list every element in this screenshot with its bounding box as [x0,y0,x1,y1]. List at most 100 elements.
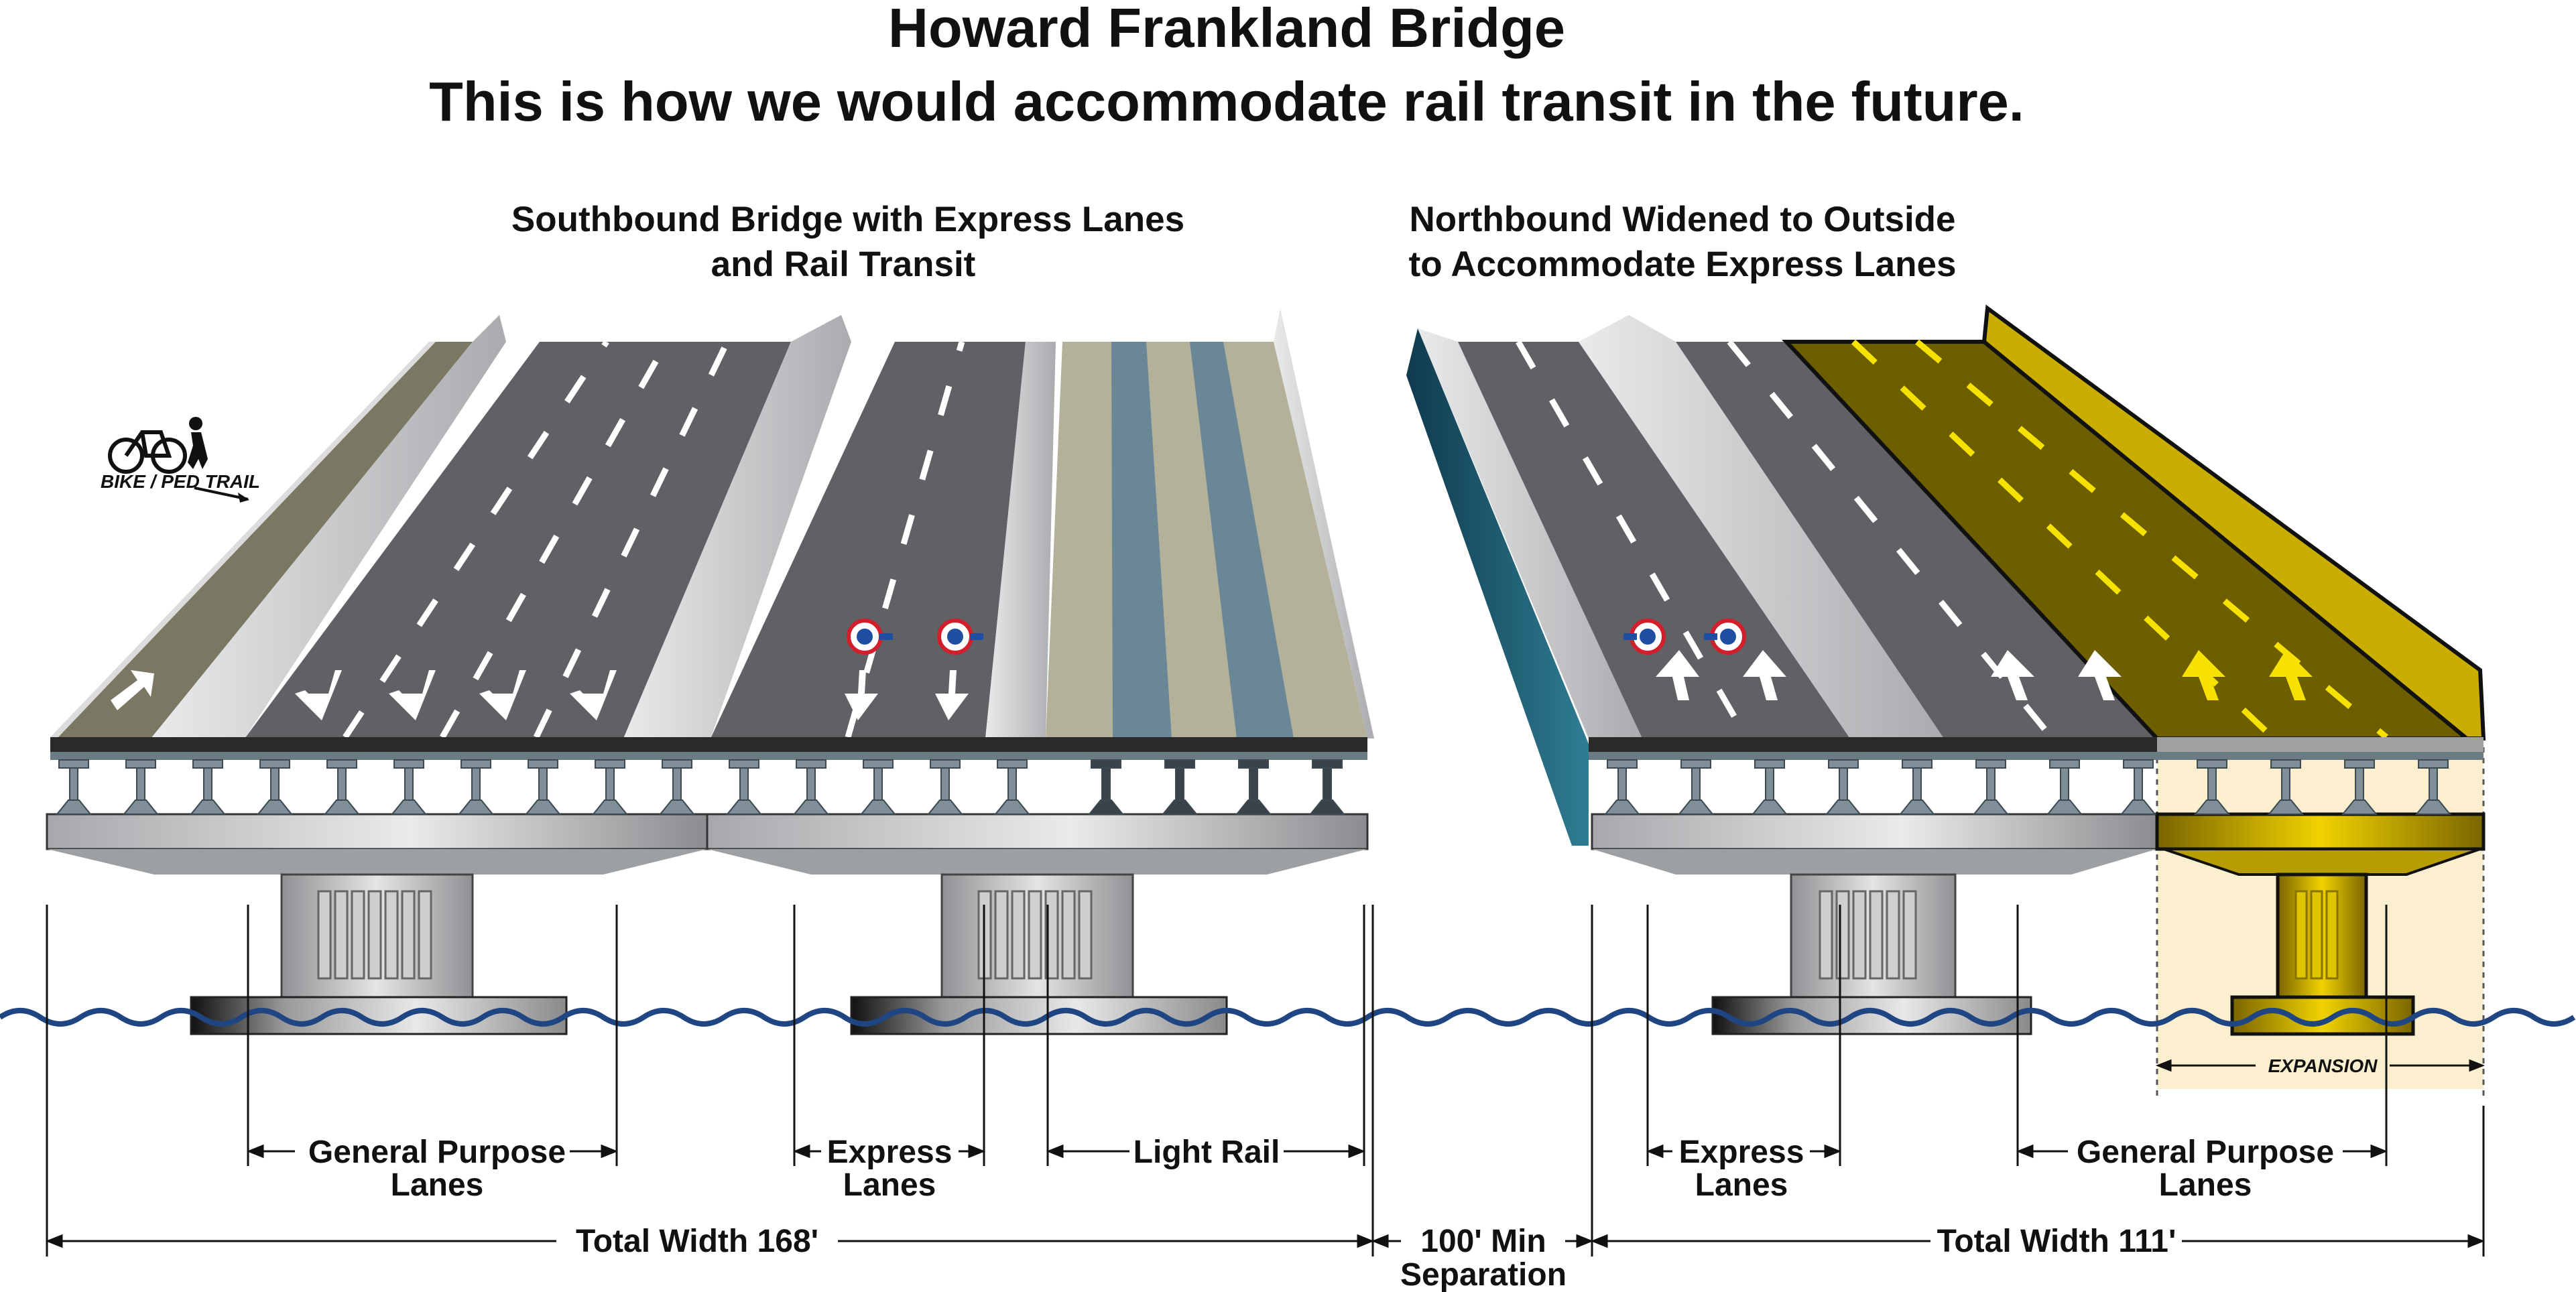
main-subtitle: This is how we would accommodate rail tr… [429,70,2024,133]
lane-arrow-icon [845,670,878,720]
nb-gp-label-line1: General Purpose [2077,1135,2334,1170]
separation-label-line1: 100' Min [1420,1224,1546,1259]
lane-arrow-icon [295,670,342,720]
lane-arrow-icon [935,670,969,720]
northbound-heading-line1: Northbound Widened to Outside [1409,200,1955,239]
nb-gp-label-line2: Lanes [2159,1167,2252,1203]
girder-icon [792,759,830,815]
pedestrian-icon [188,417,208,469]
girder-icon [1235,759,1272,815]
girder-icon [926,759,964,815]
northbound-piers [1711,873,2415,1036]
lane-arrows-northbound [1656,650,2313,700]
southbound-deck [50,308,1374,738]
sb-gp-label-line1: General Purpose [308,1135,566,1170]
lane-arrow-icon [2269,650,2313,700]
girder-icon [524,759,562,815]
barrier [985,342,1056,738]
girder-icon [256,759,294,815]
bicycle-icon [108,430,187,474]
barrier [151,315,506,738]
girder-icon [2120,759,2157,815]
girder-row-northbound [1603,759,2452,815]
water-line [0,1008,2576,1027]
girder-icon [2341,759,2378,815]
lane-arrow-icon [1991,650,2034,700]
girder-icon [2193,759,2231,815]
girder-icon [323,759,361,815]
girder-icon [2414,759,2452,815]
sb-gp-label-line2: Lanes [391,1167,484,1203]
girder-icon [591,759,629,815]
northbound-superstructure [1589,737,2486,876]
northbound-deck [1406,304,2486,846]
nb-express-label-line1: Express [1679,1135,1804,1170]
girder-icon [1603,759,1641,815]
girder-icon [1751,759,1788,815]
lane-arrows-southbound [111,670,969,720]
girder-icon [1087,759,1125,815]
girder-icon [725,759,763,815]
nb-express-label-line2: Lanes [1695,1167,1788,1203]
girder-icon [122,759,160,815]
lane-arrow-icon [2182,650,2225,700]
rail-track [1190,342,1294,738]
barrier [1274,308,1374,738]
express-lanes [1458,342,1850,738]
lane-arrow-icon [2078,650,2122,700]
sb-total-width-label: Total Width 168' [576,1224,818,1259]
barrier [623,315,851,738]
sb-light-rail-label: Light Rail [1133,1135,1280,1170]
express-lane-icon [1623,619,1666,655]
girder-icon [2267,759,2305,815]
girder-icon [859,759,897,815]
dimension-arrows [45,1059,2486,1248]
girder-icon [457,759,495,815]
dimension-labels: General Purpose Lanes Express Lanes Ligh… [308,1055,2378,1292]
general-purpose-lanes [245,342,791,738]
lane-markings [343,340,965,739]
girder-icon [658,759,696,815]
expansion-label: EXPANSION [2268,1055,2378,1076]
lane-arrow-icon [1656,650,1699,700]
girder-icon [1825,759,1862,815]
sb-express-label-line1: Express [827,1135,953,1170]
separation-label-line2: Separation [1400,1257,1567,1292]
bike-ped-trail [57,342,473,738]
lane-arrow-icon [389,670,436,720]
girder-icon [1677,759,1715,815]
express-lane-icon [937,619,983,655]
express-lane-icon [1704,619,1746,655]
expansion-barrier [1981,304,2486,740]
dimension-guides [46,905,2485,1256]
southbound-superstructure [46,737,1369,875]
girder-icon [189,759,227,815]
lane-arrow-icon [111,670,154,710]
northbound-heading-line2: to Accommodate Express Lanes [1409,245,1957,284]
girder-icon [1161,759,1199,815]
southbound-heading-line2: and Rail Transit [711,245,976,284]
southbound-heading-line1: Southbound Bridge with Express Lanes [511,200,1184,239]
barrier [1579,315,1944,738]
main-title: Howard Frankland Bridge [888,0,1565,59]
girder-icon [2046,759,2083,815]
sb-express-label-line2: Lanes [843,1167,936,1203]
barrier [1418,328,1642,738]
girder-icon [993,759,1031,815]
lane-arrow-icon [479,670,526,720]
lane-arrow-icon [570,670,617,720]
girder-row-southbound [55,759,1346,815]
girder-icon [55,759,93,815]
girder-icon [1308,759,1346,815]
express-lane-icon [847,619,893,655]
girder-icon [1972,759,2010,815]
nb-total-width-label: Total Width 111' [1937,1224,2176,1259]
girder-icon [390,759,428,815]
bike-ped-trail-label: BIKE / PED TRAIL [101,471,260,492]
title-block: Howard Frankland Bridge This is how we w… [429,0,2024,133]
bike-ped-trail-label-group: BIKE / PED TRAIL [101,417,260,503]
girder-icon [1898,759,1936,815]
lane-arrow-icon [1743,650,1786,700]
rail-track [1111,342,1172,738]
